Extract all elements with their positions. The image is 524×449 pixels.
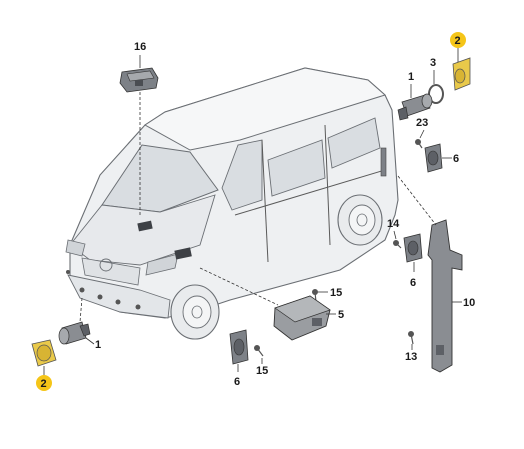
- label-13: 13: [405, 351, 417, 363]
- part-15-screw-bottom: [254, 345, 264, 357]
- bumper-sensor-dots: [66, 270, 141, 310]
- label-5: 5: [338, 309, 344, 321]
- van: [65, 67, 399, 340]
- part-5-control-module: [273, 295, 331, 341]
- label-6-top: 6: [453, 153, 459, 165]
- label-2-badge-top: [450, 32, 466, 48]
- part-14-screw: [393, 240, 402, 249]
- label-3: 3: [430, 57, 436, 69]
- part-1-sensor-top: [397, 93, 433, 121]
- part-16-control-unit: [119, 67, 159, 93]
- van-roof: [144, 67, 386, 151]
- label-15-top: 15: [330, 287, 342, 299]
- van-bumper: [67, 274, 171, 319]
- part-2-bracket-front: [31, 339, 57, 367]
- van-front-wheel: [170, 284, 220, 340]
- part-6-holder-bottom: [229, 329, 249, 365]
- van-rear-light: [380, 147, 387, 177]
- label-6-bottom: 6: [234, 376, 240, 388]
- part-6-holder-top: [424, 143, 443, 173]
- label-2-top: 2: [455, 35, 461, 47]
- label-6-middle: 6: [410, 277, 416, 289]
- part-6-holder-middle: [403, 233, 423, 263]
- van-side-window-front: [221, 139, 263, 211]
- part-2-bracket-top: [452, 57, 471, 91]
- label-14: 14: [387, 218, 400, 230]
- label-2-badge-front: [36, 375, 52, 391]
- van-grille: [81, 257, 141, 286]
- van-rear-wheel: [337, 194, 383, 246]
- label-23: 23: [416, 117, 428, 129]
- label-1-top: 1: [408, 71, 414, 83]
- part-10-rear-bracket: [427, 219, 463, 373]
- van-side-window-rear: [327, 117, 381, 169]
- label-10: 10: [463, 297, 475, 309]
- van-side-window-middle: [267, 139, 326, 197]
- label-16: 16: [134, 41, 146, 53]
- van-interior-module-2: [174, 247, 192, 260]
- label-15-bottom: 15: [256, 365, 268, 377]
- van-logo: [99, 258, 113, 272]
- van-headlight-left: [65, 239, 86, 257]
- part-1-sensor-front: [58, 321, 91, 345]
- part-23-screw: [415, 139, 423, 149]
- label-1-front: 1: [95, 339, 101, 351]
- van-interior-module: [137, 220, 153, 232]
- part-3-ring: [428, 84, 444, 104]
- van-headlight-right: [145, 253, 179, 276]
- label-2-front: 2: [41, 378, 47, 390]
- part-13-screw: [408, 331, 414, 345]
